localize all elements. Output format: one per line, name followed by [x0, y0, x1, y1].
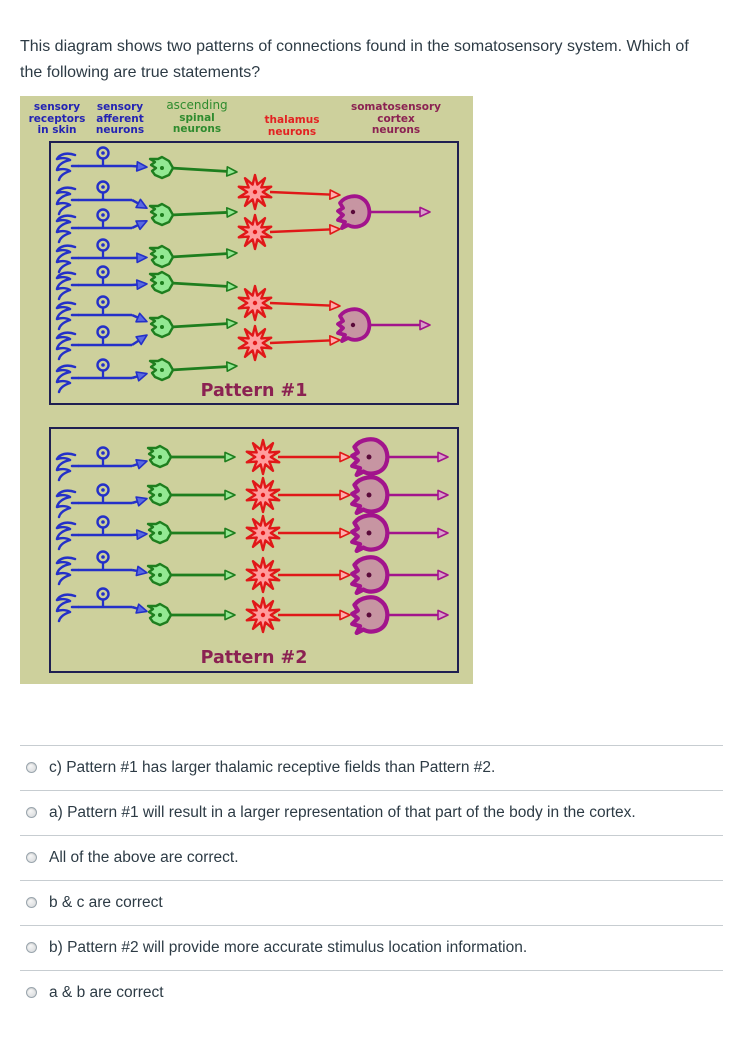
thalamus-neuron	[245, 438, 351, 476]
label-line: ascending	[166, 98, 228, 112]
option-radio[interactable]	[26, 897, 37, 908]
pattern2-cells	[55, 437, 449, 636]
pattern1-cells	[55, 146, 431, 394]
cortex-neuron	[336, 194, 431, 230]
sensory-receptor-afferent-neuron	[55, 265, 148, 301]
column-label-thalamus: thalamus neurons	[264, 114, 320, 138]
spinal-neuron	[148, 270, 238, 295]
sensory-receptor-afferent-neuron	[55, 238, 148, 274]
column-label-ascending-spinal: ascending spinal neurons	[166, 98, 228, 136]
pattern1-title: Pattern #1	[201, 381, 308, 401]
pattern2-box	[49, 427, 459, 673]
cortex-neuron	[350, 595, 449, 636]
answer-options: c) Pattern #1 has larger thalamic recept…	[20, 745, 723, 1015]
spinal-neuron	[148, 357, 238, 382]
cortex-neuron	[350, 475, 449, 516]
sensory-receptor-afferent-neuron	[55, 515, 148, 551]
answer-option[interactable]: b) Pattern #2 will provide more accurate…	[20, 925, 723, 970]
spinal-neuron	[148, 202, 238, 227]
cortex-neuron	[336, 307, 431, 343]
answer-option[interactable]: All of the above are correct.	[20, 835, 723, 880]
option-label[interactable]: All of the above are correct.	[49, 849, 239, 866]
label-line: sensory	[33, 101, 81, 113]
label-line: receptors	[28, 112, 86, 125]
thalamus-neuron	[245, 514, 351, 552]
label-line: neurons	[95, 124, 145, 136]
diagram-canvas: Pattern #1 Pattern #2	[49, 141, 459, 673]
cortex-neuron	[350, 513, 449, 554]
label-line: neurons	[371, 124, 421, 136]
label-line: neurons	[267, 125, 317, 138]
spinal-neuron	[148, 314, 238, 339]
label-line: in skin	[37, 124, 77, 136]
spinal-neuron	[146, 482, 236, 507]
thalamus-neuron	[237, 284, 341, 322]
thalamus-neuron	[245, 596, 351, 634]
pattern2-title: Pattern #2	[201, 648, 308, 668]
answer-option[interactable]: c) Pattern #1 has larger thalamic recept…	[20, 745, 723, 790]
option-label[interactable]: a & b are correct	[49, 984, 164, 1001]
cortex-neuron	[350, 437, 449, 478]
answer-option[interactable]: a & b are correct	[20, 970, 723, 1015]
sensory-receptor-afferent-neuron	[55, 550, 148, 586]
label-line: afferent	[96, 112, 144, 125]
answer-option[interactable]: a) Pattern #1 will result in a larger re…	[20, 790, 723, 835]
sensory-receptor-afferent-neuron	[55, 146, 148, 182]
option-label[interactable]: c) Pattern #1 has larger thalamic recept…	[49, 759, 496, 776]
spinal-neuron	[146, 444, 236, 469]
option-radio[interactable]	[26, 852, 37, 863]
label-line: neurons	[172, 123, 222, 135]
option-radio[interactable]	[26, 807, 37, 818]
column-label-somatosensory-cortex: somatosensory cortex neurons	[350, 101, 442, 137]
thalamus-neuron	[245, 476, 351, 514]
option-label[interactable]: a) Pattern #1 will result in a larger re…	[49, 804, 636, 821]
label-line: cortex	[377, 112, 415, 125]
label-line: spinal	[179, 111, 215, 124]
label-line: thalamus	[264, 114, 320, 126]
spinal-neuron	[146, 602, 236, 627]
option-label[interactable]: b) Pattern #2 will provide more accurate…	[49, 939, 528, 956]
thalamus-neuron	[237, 213, 341, 251]
sensory-receptor-afferent-neuron	[55, 446, 148, 482]
column-label-sensory-receptors: sensory receptors in skin	[28, 101, 86, 137]
cortex-neuron	[350, 555, 449, 596]
somatosensory-diagram: sensory receptors in skin sensory affere…	[20, 96, 473, 684]
spinal-neuron	[148, 155, 238, 180]
thalamus-neuron	[245, 556, 351, 594]
option-radio[interactable]	[26, 762, 37, 773]
option-radio[interactable]	[26, 942, 37, 953]
column-label-sensory-afferent: sensory afferent neurons	[95, 101, 145, 137]
option-radio[interactable]	[26, 987, 37, 998]
thalamus-neuron	[237, 324, 341, 362]
question-text: This diagram shows two patterns of conne…	[20, 38, 689, 81]
label-line: sensory	[96, 101, 144, 113]
sensory-receptor-afferent-neuron	[55, 325, 148, 361]
pattern1-box	[49, 141, 459, 405]
spinal-neuron	[146, 520, 236, 545]
answer-option[interactable]: b & c are correct	[20, 880, 723, 925]
sensory-receptor-afferent-neuron	[55, 483, 148, 519]
sensory-receptor-afferent-neuron	[55, 180, 148, 216]
sensory-receptor-afferent-neuron	[55, 295, 148, 331]
sensory-receptor-afferent-neuron	[55, 358, 148, 394]
sensory-receptor-afferent-neuron	[55, 208, 148, 244]
option-label[interactable]: b & c are correct	[49, 894, 163, 911]
spinal-neuron	[148, 244, 238, 269]
sensory-receptor-afferent-neuron	[55, 587, 148, 623]
spinal-neuron	[146, 562, 236, 587]
label-line: somatosensory	[350, 101, 442, 113]
thalamus-neuron	[237, 173, 341, 211]
